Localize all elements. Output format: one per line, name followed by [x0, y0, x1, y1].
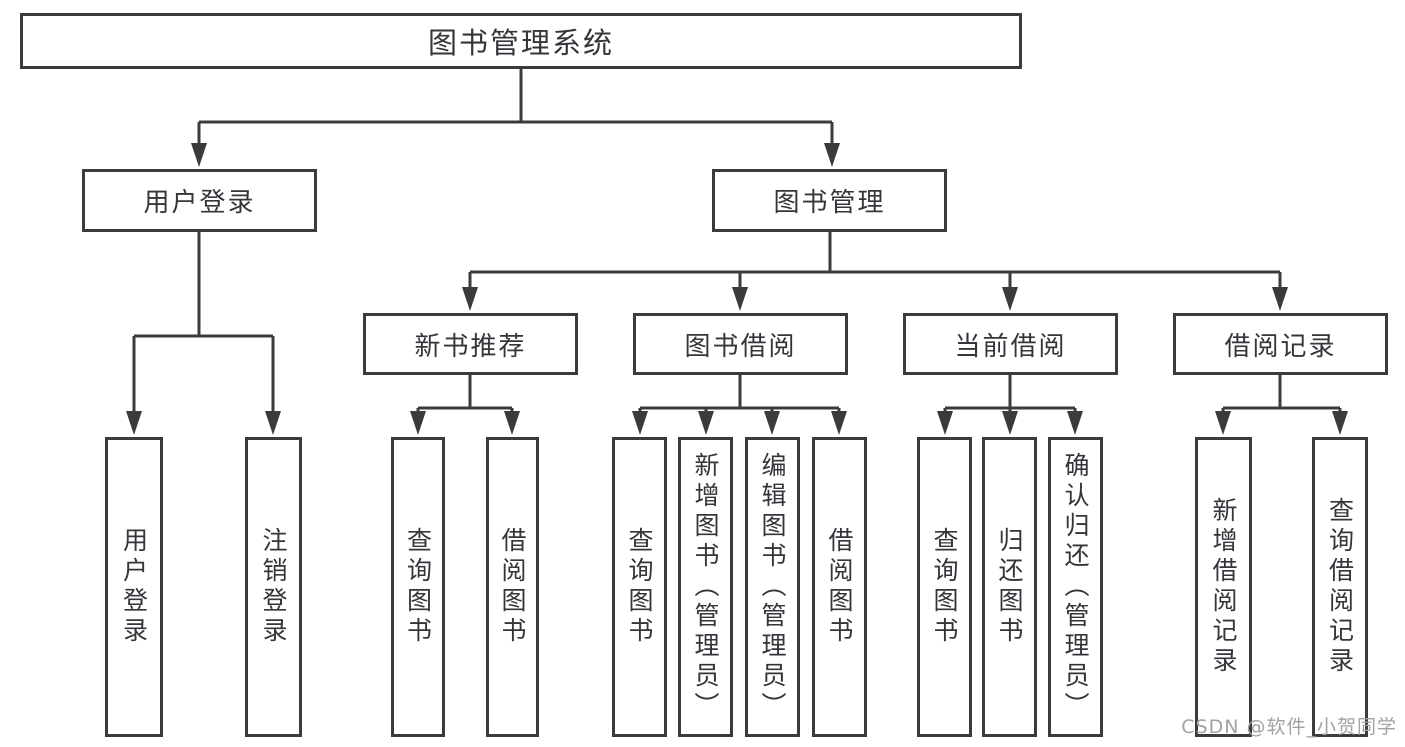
leaf-user-login-label: 用户登录 [119, 527, 149, 647]
node-user-login-label: 用户登录 [143, 188, 256, 218]
leaf-query-books-current-label: 查询图书 [930, 527, 959, 647]
leaf-logout-label: 注销登录 [259, 527, 288, 647]
leaf-query-borrow-record: 查询借阅记录 [1312, 437, 1368, 737]
leaf-confirm-return-admin-label: 确认归还（管理员） [1061, 452, 1090, 722]
node-book-borrowing: 图书借阅 [633, 313, 848, 375]
leaf-user-login: 用户登录 [105, 437, 163, 737]
leaf-add-books-admin-label: 新增图书（管理员） [691, 452, 720, 722]
leaf-edit-books-admin: 编辑图书（管理员） [745, 437, 800, 737]
leaf-logout: 注销登录 [245, 437, 302, 737]
node-book-management-label: 图书管理 [773, 188, 886, 218]
leaf-query-books-current: 查询图书 [917, 437, 972, 737]
leaf-return-books-label: 归还图书 [995, 527, 1024, 647]
node-borrowing-records-label: 借阅记录 [1224, 331, 1337, 362]
leaf-borrow-books-recommend-label: 借阅图书 [498, 527, 527, 647]
leaf-add-books-admin: 新增图书（管理员） [678, 437, 733, 737]
node-root-label: 图书管理系统 [427, 26, 614, 60]
node-user-login: 用户登录 [82, 169, 317, 232]
leaf-add-borrow-record: 新增借阅记录 [1195, 437, 1252, 737]
leaf-confirm-return-admin: 确认归还（管理员） [1048, 437, 1103, 737]
watermark: CSDN @软件_小贺同学 [1181, 716, 1397, 738]
leaf-query-books-recommend-label: 查询图书 [403, 527, 433, 647]
node-current-borrowing: 当前借阅 [903, 313, 1118, 375]
leaf-borrow-books: 借阅图书 [812, 437, 867, 737]
node-root: 图书管理系统 [20, 13, 1022, 69]
leaf-add-borrow-record-label: 新增借阅记录 [1209, 497, 1238, 677]
leaf-borrow-books-label: 借阅图书 [825, 527, 854, 647]
node-current-borrowing-label: 当前借阅 [954, 331, 1067, 362]
node-book-management: 图书管理 [712, 169, 947, 232]
leaf-return-books: 归还图书 [982, 437, 1037, 737]
node-borrowing-records: 借阅记录 [1173, 313, 1388, 375]
leaf-query-books-recommend: 查询图书 [391, 437, 445, 737]
node-new-book-recommend: 新书推荐 [363, 313, 578, 375]
node-book-borrowing-label: 图书借阅 [684, 331, 797, 362]
leaf-query-books-borrow: 查询图书 [612, 437, 667, 737]
leaf-borrow-books-recommend: 借阅图书 [486, 437, 539, 737]
leaf-query-books-borrow-label: 查询图书 [625, 527, 654, 647]
leaf-edit-books-admin-label: 编辑图书（管理员） [758, 452, 787, 722]
node-new-book-recommend-label: 新书推荐 [414, 331, 527, 362]
leaf-query-borrow-record-label: 查询借阅记录 [1325, 497, 1355, 677]
